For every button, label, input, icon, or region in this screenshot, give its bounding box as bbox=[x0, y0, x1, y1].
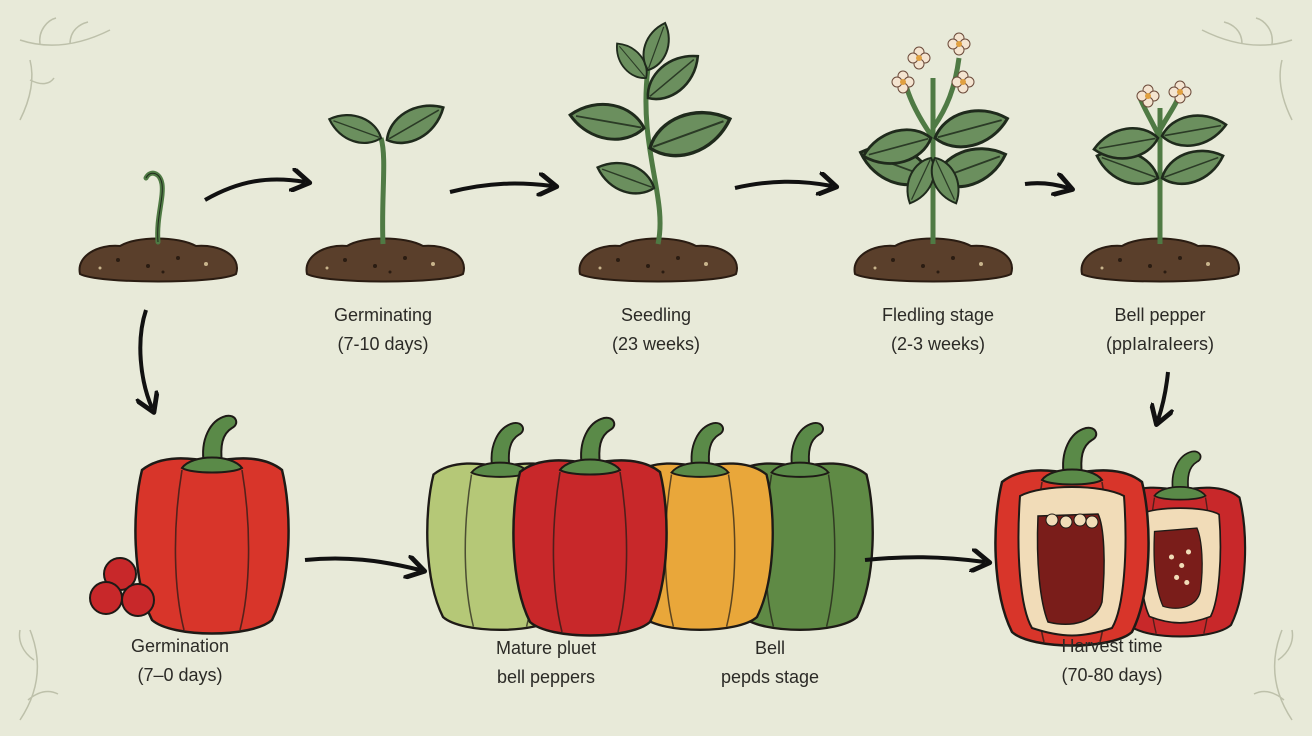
corner-leaf-ornaments bbox=[18, 17, 1294, 721]
stage-label-germinating: Germinating (7-10 days) bbox=[273, 301, 493, 359]
stage-label-line1: Germination bbox=[130, 636, 230, 656]
arrow-1 bbox=[204, 179, 305, 202]
pepper-group-illustration bbox=[426, 416, 874, 637]
flowering-plant-illustration bbox=[853, 32, 1014, 283]
seedling-illustration bbox=[565, 18, 739, 283]
arrow-down-left bbox=[140, 309, 152, 408]
stage-label-line1: Germinating bbox=[333, 305, 433, 325]
stage-label-line1: Seedling bbox=[620, 305, 692, 325]
stage-label-mature: Mature pluet bell peppers bbox=[436, 634, 656, 692]
stage-label-line2: (7–0 days) bbox=[137, 665, 223, 685]
stage-label-line1: Mature pluet bbox=[495, 638, 597, 658]
stage-label-line1: Harvest time bbox=[1061, 636, 1163, 656]
stage-label-line2: (ppIaIraIeers) bbox=[1105, 334, 1215, 354]
stage-label-line2: (23 weeks) bbox=[611, 334, 701, 354]
stage-label-germination: Germination (7–0 days) bbox=[70, 632, 290, 690]
stage-label-bell-pepper: Bell pepper (ppIaIraIeers) bbox=[1050, 301, 1270, 359]
arrow-2 bbox=[449, 184, 552, 192]
red-pepper-illustration bbox=[134, 414, 290, 635]
arrow-down-right bbox=[1158, 371, 1168, 420]
stage-label-line2: bell peppers bbox=[496, 667, 596, 687]
stage-label-harvest: Harvest time (70-80 days) bbox=[1002, 632, 1222, 690]
bell-pepper-plant-illustration bbox=[1080, 80, 1240, 283]
stage-label-fledling: Fledling stage (2-3 weeks) bbox=[828, 301, 1048, 359]
cut-pepper-illustration bbox=[994, 426, 1247, 647]
arrow-4 bbox=[1024, 183, 1068, 188]
stage-label-line2: (70-80 days) bbox=[1061, 665, 1163, 685]
stage-label-seedling: Seedling (23 weeks) bbox=[546, 301, 766, 359]
stage-label-line2: pepds stage bbox=[720, 667, 820, 687]
stage-label-line1: Bell bbox=[754, 638, 785, 658]
germinating-illustration bbox=[305, 93, 465, 283]
stage-label-line2: (7-10 days) bbox=[337, 334, 429, 354]
stage-label-bell-stage: Bell pepds stage bbox=[660, 634, 880, 692]
stage-label-line1: Fledling stage bbox=[881, 305, 995, 325]
sprout-illustration bbox=[78, 170, 238, 283]
stage-label-line2: (2-3 weeks) bbox=[890, 334, 986, 354]
arrow-6 bbox=[864, 557, 985, 562]
cherry-berries-icon bbox=[89, 557, 155, 617]
arrow-5 bbox=[304, 558, 420, 570]
arrow-3 bbox=[734, 182, 832, 188]
stage-label-line1: Bell pepper bbox=[1114, 305, 1206, 325]
